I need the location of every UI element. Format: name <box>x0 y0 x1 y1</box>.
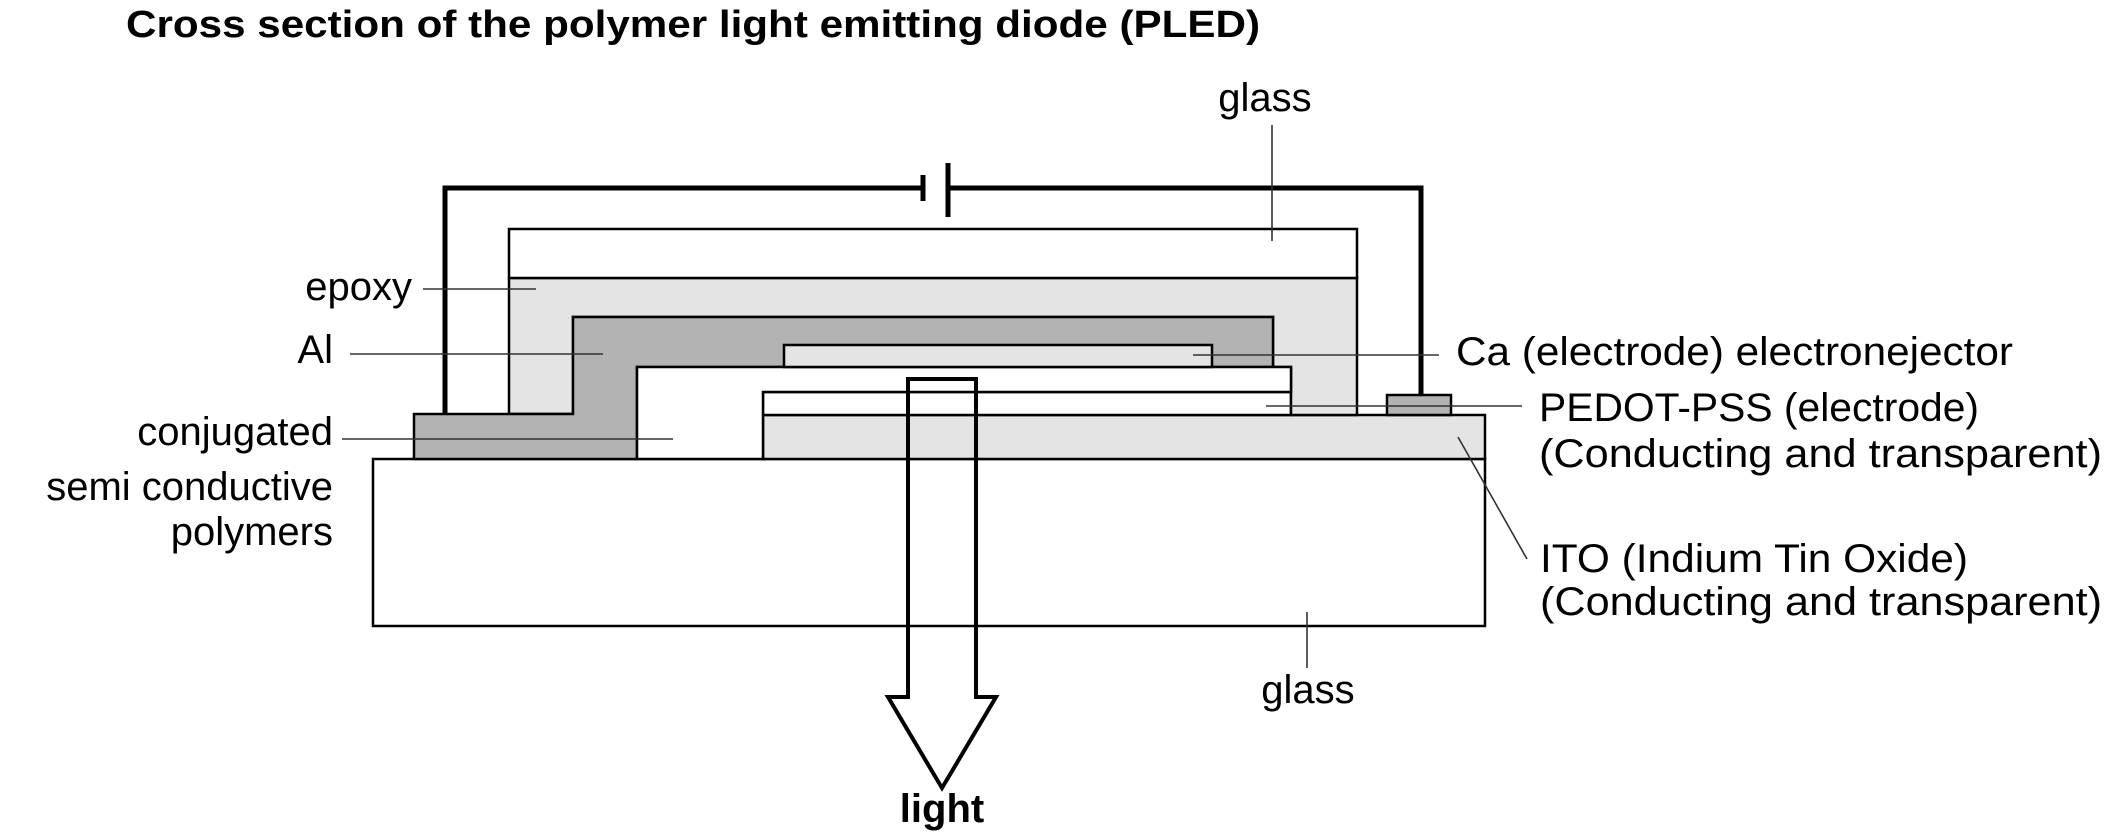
label-polymer-line1: conjugated <box>137 410 333 454</box>
leader-ito <box>1457 436 1528 560</box>
light-arrow-icon <box>884 377 1000 792</box>
label-light: light <box>900 787 984 831</box>
pedot-pss-layer <box>761 390 1293 417</box>
label-polymer-line2: semi conductive <box>46 465 333 509</box>
label-ito-line2: (Conducting and transparent) <box>1540 580 2102 624</box>
label-al: Al <box>297 328 333 372</box>
diagram-title: Cross section of the polymer light emitt… <box>126 4 1260 46</box>
label-polymer-line3: polymers <box>171 510 333 554</box>
label-epoxy: epoxy <box>305 265 412 309</box>
circuit-wire-left <box>442 185 923 414</box>
label-glass-bottom: glass <box>1261 668 1354 712</box>
bottom-glass-substrate <box>371 457 1487 628</box>
top-glass-cover <box>507 227 1359 280</box>
ito-contact-pad <box>1385 393 1453 417</box>
conjugated-polymer-layer <box>635 365 1293 461</box>
label-pedot-line2: (Conducting and transparent) <box>1539 432 2102 476</box>
calcium-electrode <box>782 343 1214 369</box>
label-ito-line1: ITO (Indium Tin Oxide) <box>1540 537 1968 581</box>
battery-icon <box>920 163 951 217</box>
label-glass-top: glass <box>1218 76 1311 120</box>
circuit-wire-right <box>948 185 1424 395</box>
label-pedot-line1: PEDOT-PSS (electrode) <box>1539 386 1979 430</box>
label-ca: Ca (electrode) electronejector <box>1456 330 2013 374</box>
ito-layer <box>761 413 1487 461</box>
